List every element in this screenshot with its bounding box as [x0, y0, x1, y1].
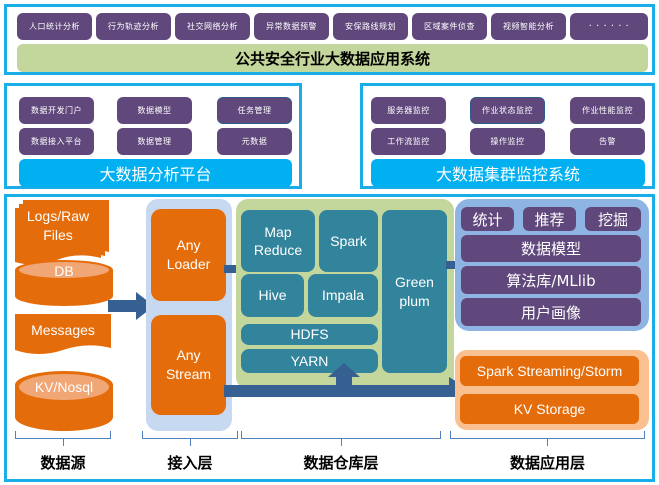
mining-box[interactable]: 挖掘: [585, 207, 641, 231]
app-button[interactable]: 安保路线规划: [333, 13, 408, 40]
cluster-monitor-panel: 服务器监控 作业状态监控 作业性能监控 工作流监控 操作监控 告警 大数据集群监…: [360, 83, 655, 189]
yarn-box[interactable]: YARN: [241, 349, 378, 373]
bracket-tick: [190, 439, 191, 446]
bracket-tick: [63, 439, 64, 446]
bracket-application: [450, 431, 645, 439]
user-profile-box[interactable]: 用户画像: [461, 298, 641, 326]
kv-nosql-label: KV/Nosql: [34, 378, 94, 395]
app-button[interactable]: 区域案件侦查: [412, 13, 487, 40]
any-stream-box[interactable]: Any Stream: [151, 315, 226, 415]
monitor-item[interactable]: 作业状态监控: [470, 97, 545, 124]
any-loader-label: Any Loader: [166, 237, 211, 272]
platform-item[interactable]: 任务管理: [217, 97, 292, 124]
platform-item[interactable]: 数据管理: [117, 128, 192, 155]
any-loader-box[interactable]: Any Loader: [151, 209, 226, 301]
arrow-stream-to-realtime: [224, 363, 472, 397]
monitor-item[interactable]: 作业性能监控: [570, 97, 645, 124]
recommend-box[interactable]: 推荐: [523, 207, 576, 231]
analysis-platform-panel: 数据开发门户 数据模型 任务管理 数据接入平台 数据管理 元数据 大数据分析平台: [4, 83, 302, 189]
app-button[interactable]: 人口统计分析: [17, 13, 92, 40]
algorithm-library-box[interactable]: 算法库/MLlib: [461, 266, 641, 294]
greenplum-box[interactable]: Green plum: [382, 210, 447, 373]
monitor-item[interactable]: 操作监控: [470, 128, 545, 155]
bracket-tick: [547, 439, 548, 446]
platform-item[interactable]: 数据接入平台: [19, 128, 94, 155]
mapreduce-box[interactable]: Map Reduce: [241, 210, 315, 272]
cluster-monitor-title: 大数据集群监控系统: [371, 159, 645, 187]
logs-files-shape: [15, 200, 109, 265]
more-apps-button[interactable]: · · · · · ·: [570, 13, 648, 40]
analysis-platform-title: 大数据分析平台: [19, 159, 292, 187]
hive-box[interactable]: Hive: [241, 274, 304, 317]
application-label: 数据应用层: [509, 454, 585, 472]
system-title: 公共安全行业大数据应用系统: [17, 44, 648, 72]
bracket-data-sources: [15, 431, 111, 439]
kv-nosql-cylinder: [15, 371, 113, 431]
app-button[interactable]: 行为轨迹分析: [96, 13, 171, 40]
bracket-tick: [341, 439, 342, 446]
kv-storage-box[interactable]: KV Storage: [460, 394, 639, 424]
impala-box[interactable]: Impala: [308, 274, 378, 317]
app-button[interactable]: 视频智能分析: [491, 13, 566, 40]
bracket-ingestion: [142, 431, 238, 439]
messages-label: Messages: [31, 321, 95, 338]
data-sources-label: 数据源: [40, 454, 86, 472]
messages-shape: [15, 314, 111, 354]
spark-streaming-box[interactable]: Spark Streaming/Storm: [460, 356, 639, 386]
hdfs-box[interactable]: HDFS: [241, 324, 378, 345]
app-button[interactable]: 社交网络分析: [175, 13, 250, 40]
monitor-item[interactable]: 服务器监控: [371, 97, 446, 124]
spark-box[interactable]: Spark: [319, 210, 378, 272]
monitor-item[interactable]: 工作流监控: [371, 128, 446, 155]
db-cylinder: [15, 260, 113, 306]
platform-item[interactable]: 数据开发门户: [19, 97, 94, 124]
monitor-item[interactable]: 告警: [570, 128, 645, 155]
platform-item[interactable]: 元数据: [217, 128, 292, 155]
logs-files-label: Logs/Raw Files: [26, 208, 90, 243]
ingestion-label: 接入层: [167, 454, 213, 472]
top-panel: 人口统计分析 行为轨迹分析 社交网络分析 异常数据预警 安保路线规划 区域案件侦…: [4, 4, 655, 75]
stats-box[interactable]: 统计: [461, 207, 514, 231]
db-label: DB: [54, 262, 74, 279]
warehouse-label: 数据仓库层: [303, 454, 379, 472]
bracket-warehouse: [241, 431, 441, 439]
arrow-sources-to-ingestion: [108, 292, 154, 320]
any-stream-label: Any Stream: [165, 347, 212, 382]
platform-item[interactable]: 数据模型: [117, 97, 192, 124]
app-button[interactable]: 异常数据预警: [254, 13, 329, 40]
data-model-box[interactable]: 数据模型: [461, 235, 641, 262]
